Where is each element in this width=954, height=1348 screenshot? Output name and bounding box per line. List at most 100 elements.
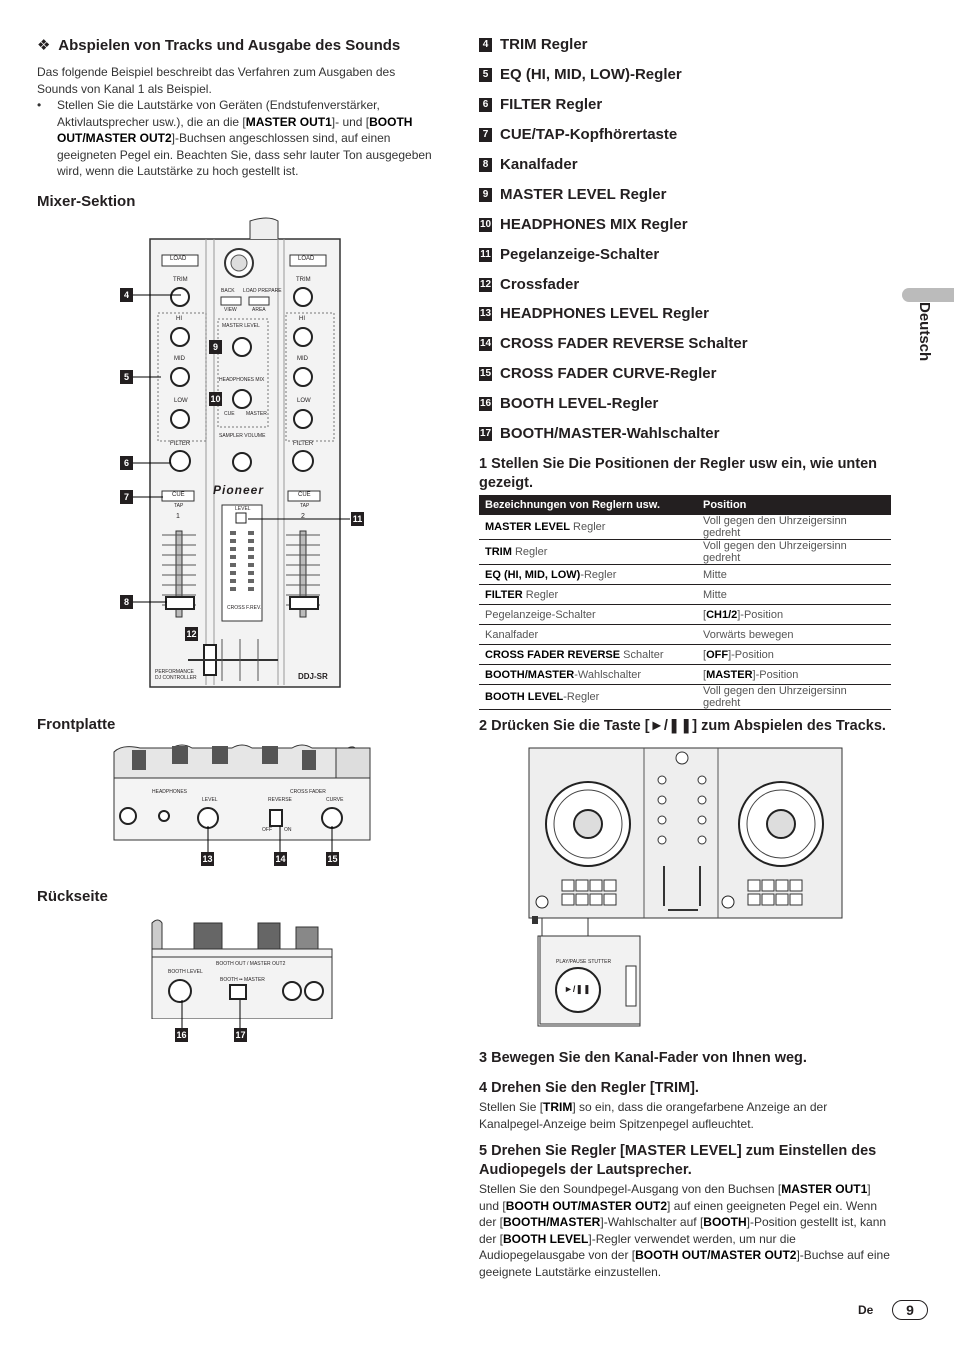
mid-label-left: MID (174, 356, 185, 362)
callout-13: 13 (201, 852, 214, 866)
mixer-section-title: Mixer-Sektion (37, 193, 136, 210)
booth-out-label: BOOTH OUT / MASTER OUT2 (216, 961, 286, 967)
step-1: 1 Stellen Sie Die Positionen der Regler … (479, 456, 878, 491)
table-header-position: Position (697, 495, 891, 515)
callout-6-line (133, 462, 171, 464)
step-3: 3 Bewegen Sie den Kanal-Fader von Ihnen … (479, 1050, 807, 1066)
table-header-row: Bezeichnungen von Reglern usw. Position (479, 495, 891, 515)
load-label-left: LOAD (170, 256, 187, 262)
step-4: 4 Drehen Sie den Regler [TRIM]. (479, 1080, 699, 1096)
front-panel-title: Frontplatte (37, 716, 116, 733)
callout-14: 14 (274, 852, 287, 866)
front-callout-lines (207, 826, 333, 852)
headphones-mix-label: HEADPHONES MIX (219, 377, 265, 383)
low-label-left: LOW (174, 398, 188, 404)
tap-label-left: TAP (174, 503, 184, 509)
callout-15: 15 (326, 852, 339, 866)
stutter-label: STUTTER (588, 959, 612, 965)
callout-10: 10 (209, 392, 222, 406)
step-4-text: Stellen Sie [TRIM] so ein, dass die oran… (479, 1100, 828, 1131)
off-label: OFF (262, 827, 272, 833)
table-row: BOOTH/MASTER-Wahlschalter[MASTER]-Positi… (479, 664, 891, 685)
bullet-text: • Stellen Sie die Lautstärke von Geräten… (37, 98, 432, 178)
settings-table: Bezeichnungen von Reglern usw. Position … (479, 495, 891, 710)
cue-button-left-label: CUE (172, 492, 185, 498)
on-label: ON (284, 827, 292, 833)
mid-label-right: MID (297, 356, 308, 362)
callout-5-line (133, 376, 161, 378)
level-label-front: LEVEL (202, 797, 218, 803)
front-panel-drawing (113, 744, 371, 841)
performance-label: PERFORMANCE (155, 669, 194, 675)
booth-master-label: BOOTH •• MASTER (220, 977, 265, 983)
step-2: 2 Drücken Sie die Taste [►/❚❚] zum Abspi… (479, 718, 886, 734)
controller-illustration: PLAY/PAUSE STUTTER ►/❚❚ (528, 746, 844, 1028)
callout-16: 16 (175, 1028, 188, 1042)
low-label-right: LOW (297, 398, 311, 404)
load-prepare-label: LOAD PREPARE (243, 288, 282, 294)
cross-f-rev-label: CROSS F.REV. (227, 605, 262, 611)
booth-level-label: BOOTH LEVEL (168, 969, 203, 975)
footer-language: De (858, 1303, 874, 1317)
step-5: 5 Drehen Sie Regler [MASTER LEVEL] zum E… (479, 1143, 877, 1178)
callout-7: 7 (120, 490, 133, 504)
back-label: BACK (221, 288, 235, 294)
cue-button-right-label: CUE (298, 492, 311, 498)
level-label: LEVEL (235, 506, 251, 512)
diamond-icon: ❖ (37, 37, 51, 54)
section-heading: ❖ Abspielen von Tracks und Ausgabe des S… (37, 37, 401, 54)
callout-11-line (248, 518, 350, 520)
channel-2-label: 2 (301, 513, 305, 520)
table-row: CROSS FADER REVERSE Schalter[OFF]-Positi… (479, 644, 891, 665)
intro-text: Das folgende Beispiel beschreibt das Ver… (37, 65, 396, 96)
load-label-right: LOAD (298, 256, 315, 262)
master-label: MASTER (246, 411, 267, 417)
callout-17: 17 (234, 1028, 247, 1042)
mixer-drawing (149, 217, 341, 688)
language-tab (902, 288, 954, 302)
cue-label: CUE (224, 411, 235, 417)
callout-7-line (133, 496, 163, 498)
position-table: Bezeichnungen von Reglern usw. Position … (479, 495, 891, 710)
curve-label: CURVE (326, 797, 344, 803)
rear-title: Rückseite (37, 888, 108, 905)
page-number: 9 (892, 1300, 928, 1320)
master-level-label: MASTER LEVEL (222, 323, 260, 329)
callout-6: 6 (120, 456, 133, 470)
table-row: Pegelanzeige-Schalter[CH1/2]-Position (479, 604, 891, 625)
view-label: VIEW (224, 307, 237, 313)
trim-label-right: TRIM (296, 277, 311, 283)
brand-logo: Pioneer (213, 483, 265, 497)
rear-callout-lines (181, 1000, 241, 1028)
callout-12: 12 (185, 627, 198, 641)
channel-1-label: 1 (176, 513, 180, 520)
model-label: DDJ-SR (298, 672, 328, 681)
callout-5: 5 (120, 370, 133, 384)
cross-fader-label: CROSS FADER (290, 789, 326, 795)
controller-drawing (528, 747, 843, 1027)
play-pause-glyph: ►/❚❚ (564, 984, 591, 994)
table-header-name: Bezeichnungen von Reglern usw. (479, 495, 697, 515)
area-label: AREA (252, 307, 266, 313)
sampler-volume-label: SAMPLER VOLUME (219, 433, 266, 439)
dj-controller-label: DJ CONTROLLER (155, 675, 197, 681)
trim-label-left: TRIM (173, 277, 188, 283)
front-panel-illustration: HEADPHONES LEVEL CROSS FADER REVERSE CUR… (112, 742, 372, 842)
play-pause-label: PLAY/PAUSE (556, 959, 587, 965)
